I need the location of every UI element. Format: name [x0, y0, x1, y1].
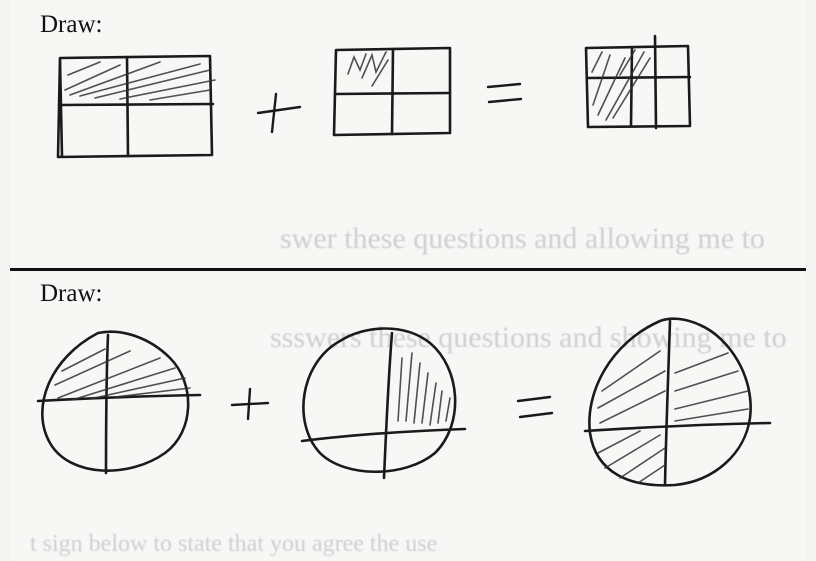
rectangle-whole-half-shaded — [56, 54, 216, 159]
plus-sign-top — [256, 92, 302, 134]
circle-three-quarters-shaded — [583, 317, 772, 487]
rectangle-quarter-shaded — [332, 46, 452, 137]
circle-half-shaded — [36, 330, 202, 475]
panel-label-top: Draw: — [40, 11, 103, 38]
panel-divider — [10, 268, 806, 271]
rectangle-three-eighths-shaded — [584, 34, 692, 130]
bleed-through-text: t sign below to state that you agree the… — [30, 531, 438, 557]
circle-drawings — [36, 317, 772, 487]
bleed-through-text: swer these questions and allowing me to — [280, 222, 765, 255]
circle-quarter-shaded — [300, 327, 467, 480]
circle-fraction-panel: ssswers these questions and showing me t… — [10, 273, 806, 561]
equals-sign-bottom — [516, 395, 554, 419]
rectangle-drawings — [56, 34, 692, 159]
rectangle-fraction-panel: swer these questions and allowing me to … — [10, 0, 806, 268]
plus-sign-bottom — [230, 387, 270, 421]
equals-sign-top — [486, 82, 523, 104]
panel-label-bottom: Draw: — [40, 280, 103, 307]
